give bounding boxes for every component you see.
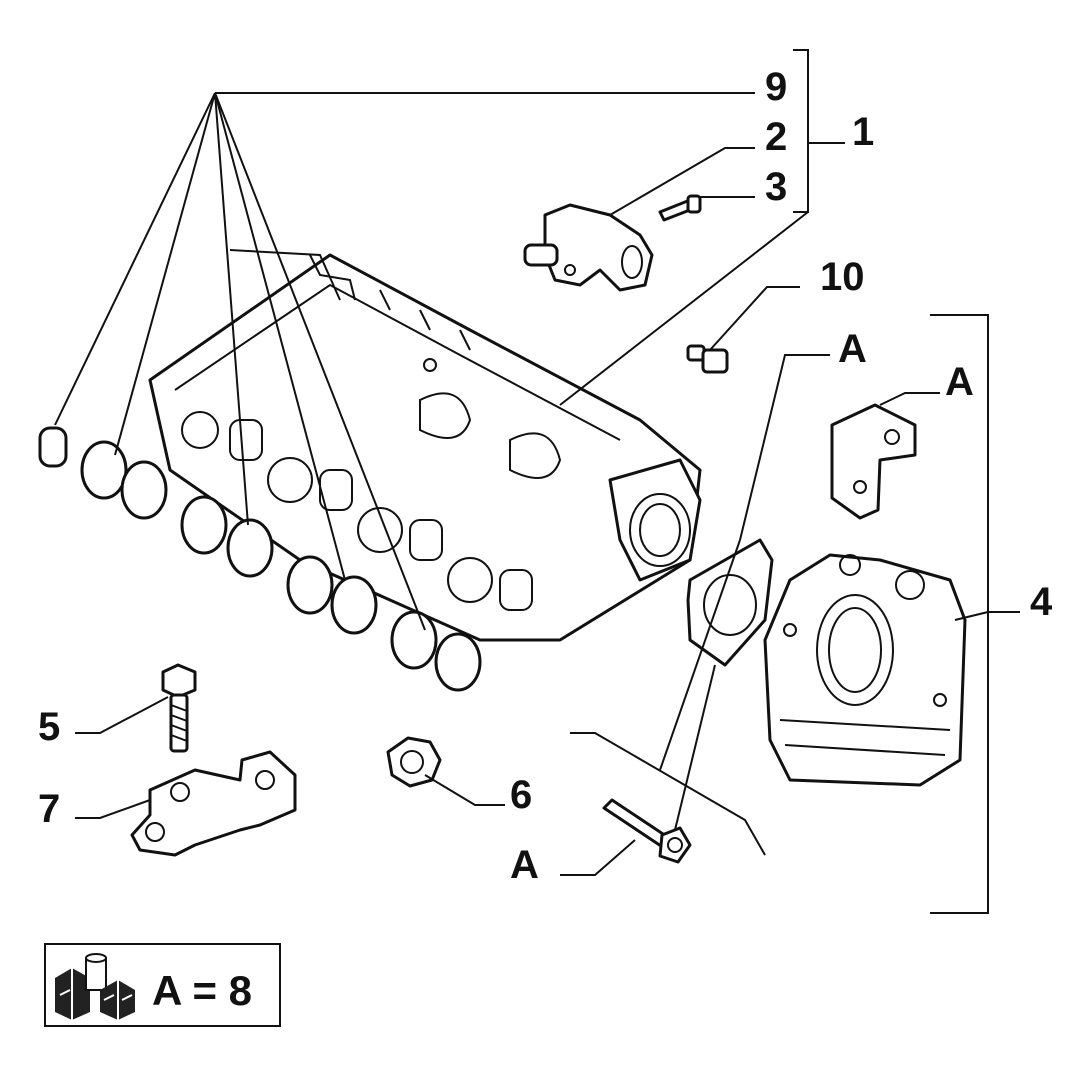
intake-manifold bbox=[148, 249, 702, 642]
legend-box: A = 8 bbox=[44, 943, 281, 1027]
bracket-right bbox=[830, 403, 917, 520]
small-gasket bbox=[38, 426, 68, 468]
callout-4: 4 bbox=[1030, 580, 1053, 624]
hex-bolt bbox=[161, 663, 197, 753]
callout-7: 7 bbox=[38, 787, 60, 831]
callout-5: 5 bbox=[38, 705, 60, 749]
callout-6: 6 bbox=[510, 773, 532, 817]
fiat-parts-box-icon bbox=[55, 953, 135, 1020]
throttle-body bbox=[763, 553, 967, 787]
mounting-bracket bbox=[130, 750, 297, 857]
legend-text: A = 8 bbox=[152, 967, 252, 1014]
callout-10: 10 bbox=[820, 255, 865, 299]
callout-a-bottom: A bbox=[510, 843, 539, 887]
throttle-gasket bbox=[686, 538, 774, 667]
callout-2: 2 bbox=[765, 115, 787, 159]
flange-nut bbox=[386, 736, 442, 788]
stud-bolt bbox=[686, 344, 729, 374]
gasket-pair-2 bbox=[180, 495, 274, 578]
socket-screw bbox=[602, 798, 692, 864]
callout-3: 3 bbox=[765, 165, 787, 209]
pressure-sensor bbox=[523, 203, 654, 292]
callout-9: 9 bbox=[765, 65, 787, 109]
gasket-pair-4 bbox=[390, 610, 482, 692]
leader-lines bbox=[54, 49, 1020, 914]
callout-1: 1 bbox=[852, 110, 874, 154]
callout-a-top: A bbox=[838, 327, 867, 371]
callout-a-bracket: A bbox=[945, 360, 974, 404]
sensor-screw bbox=[658, 194, 702, 222]
gasket-pair-3 bbox=[286, 555, 378, 635]
gasket-pair-1 bbox=[80, 440, 168, 520]
manifold-gaskets bbox=[38, 426, 482, 692]
